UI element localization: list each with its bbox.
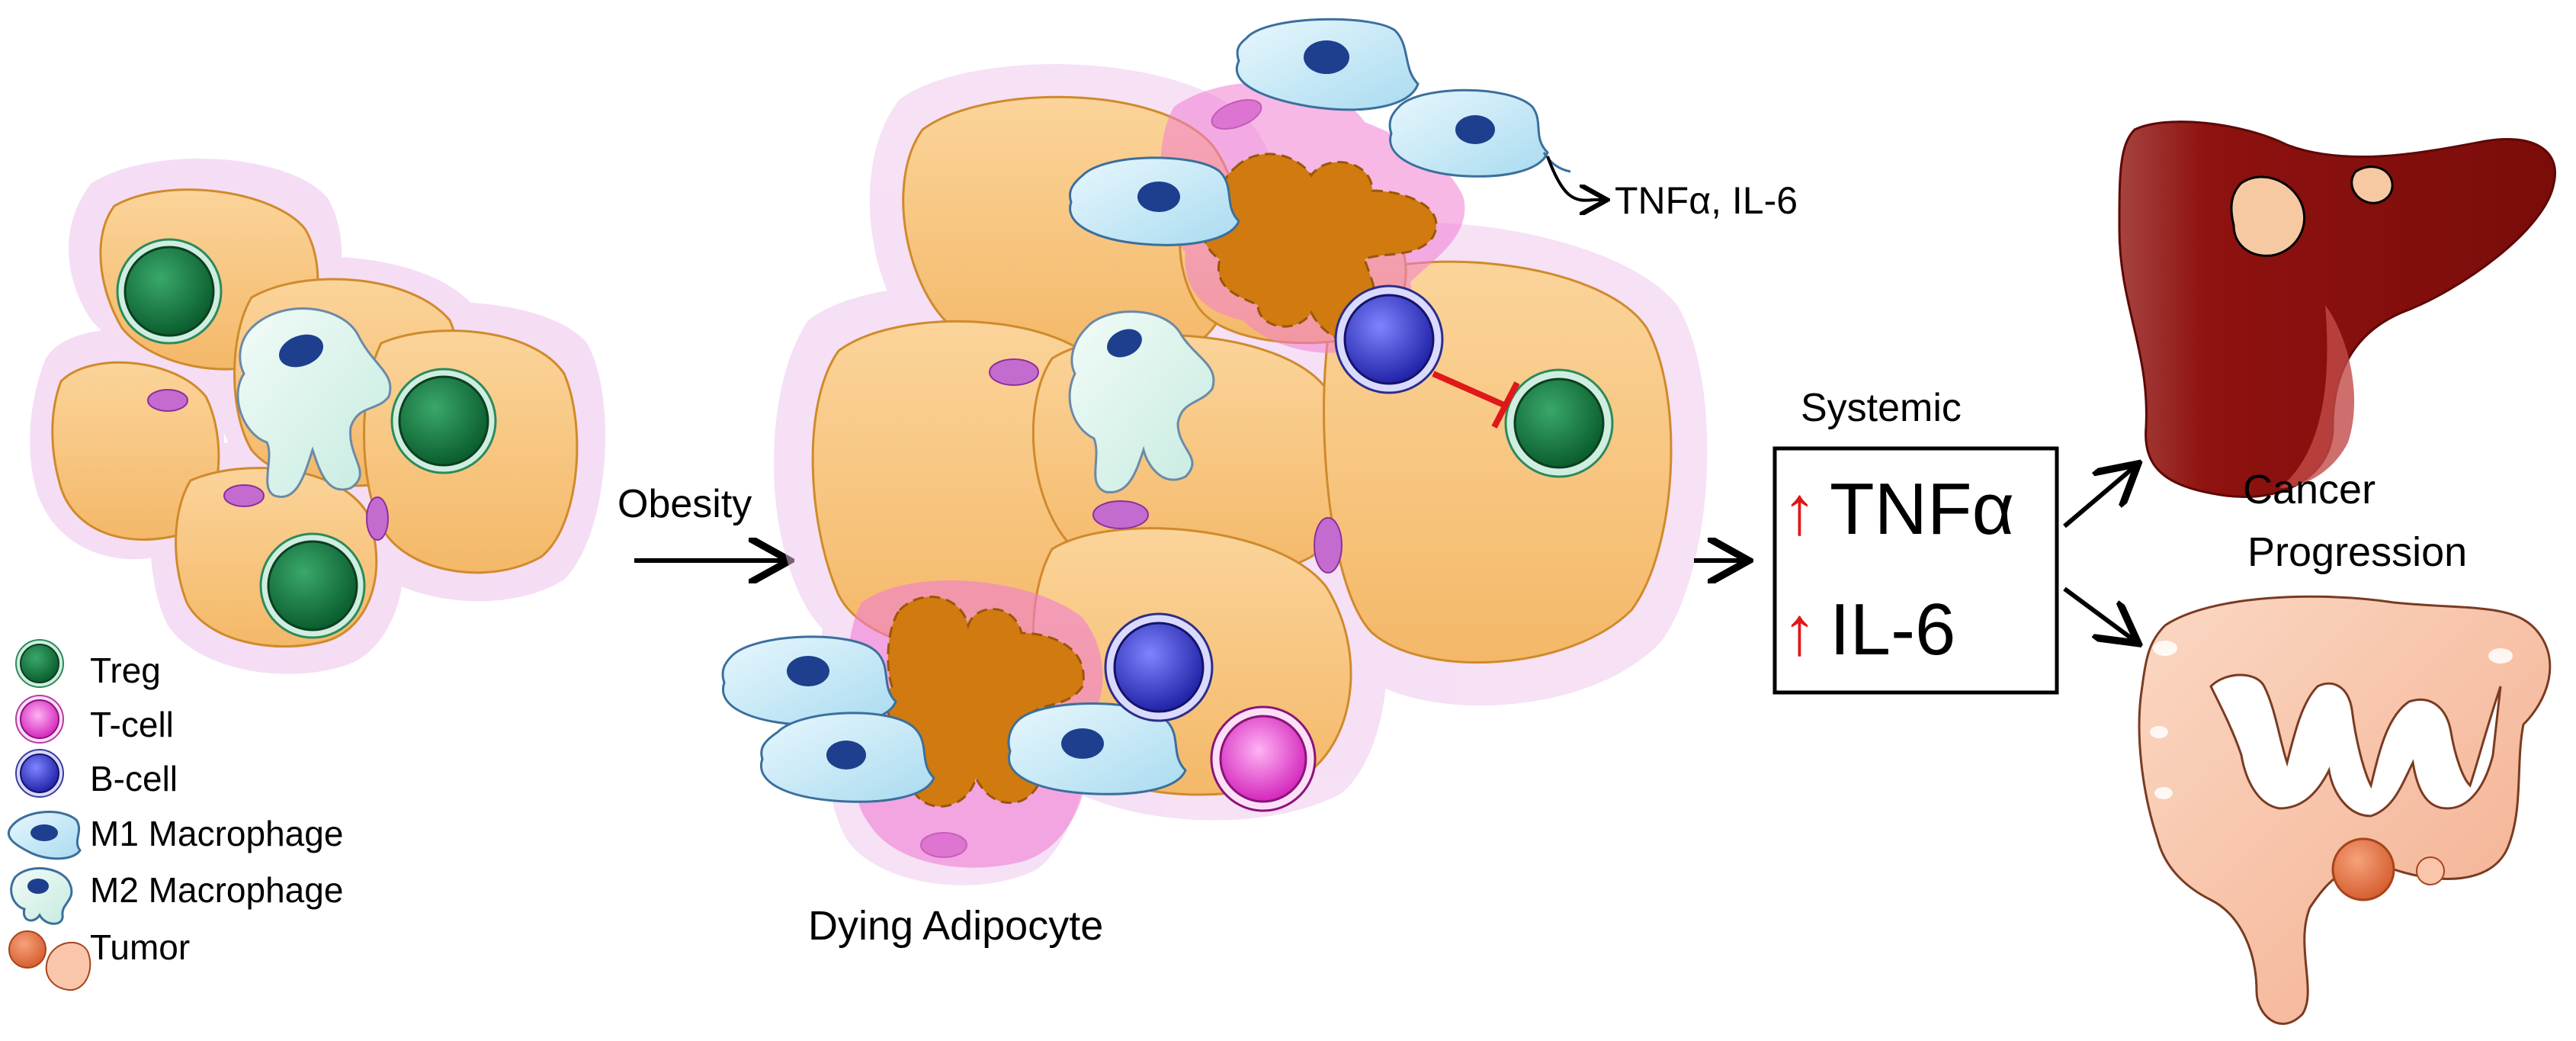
treg-cell xyxy=(116,238,223,345)
legend-item-m1: M1 Macrophage xyxy=(7,811,343,860)
endothelial-cell xyxy=(147,389,188,412)
treg-cell xyxy=(390,368,497,474)
lean-adipose-tissue xyxy=(30,158,605,674)
legend-item-m2: M2 Macrophage xyxy=(10,867,343,925)
il6-up-arrow: ↑ xyxy=(1782,593,1817,670)
legend-label-treg: Treg xyxy=(90,651,161,690)
m1-macrophage xyxy=(1388,88,1571,178)
arrow-to-liver xyxy=(2063,467,2135,529)
intestine-tumor xyxy=(2331,837,2395,901)
b-cell xyxy=(1104,612,1214,722)
tumor-icon xyxy=(8,930,47,969)
legend-item-treg: Treg xyxy=(15,639,161,690)
legend-label-m2: M2 Macrophage xyxy=(90,870,343,910)
obesity-label: Obesity xyxy=(618,482,752,526)
treg-cell xyxy=(259,532,366,639)
legend-item-tumor: Tumor xyxy=(8,927,190,991)
endothelial-cell xyxy=(1092,500,1149,529)
legend-item-tcell: T-cell xyxy=(15,695,174,744)
inhibition-arrow xyxy=(1432,371,1520,429)
m1-macrophage xyxy=(1235,18,1420,111)
tnfa-up-arrow: ↑ xyxy=(1782,473,1817,549)
cytokine-label: TNFα, IL-6 xyxy=(1615,179,1798,222)
m2-macrophage xyxy=(1068,310,1215,493)
legend-label-m1: M1 Macrophage xyxy=(90,814,343,853)
endothelial-cell xyxy=(223,484,265,507)
m2-macrophage-icon xyxy=(10,867,73,925)
cytokine-release: TNFα, IL-6 xyxy=(1546,156,1798,222)
arrow-to-intestine xyxy=(2063,586,2135,641)
b-cell xyxy=(1334,284,1444,394)
cancer-label: Cancer xyxy=(2243,467,2376,512)
systemic-label: Systemic xyxy=(1801,386,1962,430)
intestine-tumor-small xyxy=(2416,856,2445,885)
progression-label: Progression xyxy=(2247,529,2467,575)
liver-tumor xyxy=(2230,175,2306,257)
dying-adipocyte-label: Dying Adipocyte xyxy=(808,903,1103,949)
obese-adipose-tissue: TNFα, IL-6 Dying Adipocyte xyxy=(721,18,1798,949)
m1-macrophage xyxy=(760,712,935,803)
t-cell xyxy=(1210,705,1317,812)
endothelial-cell xyxy=(366,496,389,541)
tnfa-label: TNFα xyxy=(1830,468,2014,550)
m2-macrophage xyxy=(236,307,392,499)
legend: Treg T-cell B-cell M1 Macrophage M2 Macr… xyxy=(7,639,343,991)
legend-label-tcell: T-cell xyxy=(90,705,174,744)
endothelial-cell xyxy=(989,358,1039,386)
liver-tumor-small xyxy=(2350,165,2394,204)
il6-label: IL-6 xyxy=(1830,589,1955,670)
intestine xyxy=(2138,595,2552,1025)
systemic-box xyxy=(1772,446,2059,695)
legend-item-bcell: B-cell xyxy=(15,749,178,798)
legend-label-tumor: Tumor xyxy=(90,927,190,967)
liver xyxy=(2118,120,2556,498)
treg-cell xyxy=(1504,368,1614,478)
obesity-transition: Obesity xyxy=(618,482,785,561)
endothelial-cell xyxy=(1314,517,1343,574)
legend-label-bcell: B-cell xyxy=(90,759,178,798)
m1-macrophage xyxy=(1069,156,1240,246)
m1-macrophage xyxy=(721,635,897,727)
systemic-panel: Systemic ↑ TNFα ↑ IL-6 xyxy=(1772,386,2059,695)
